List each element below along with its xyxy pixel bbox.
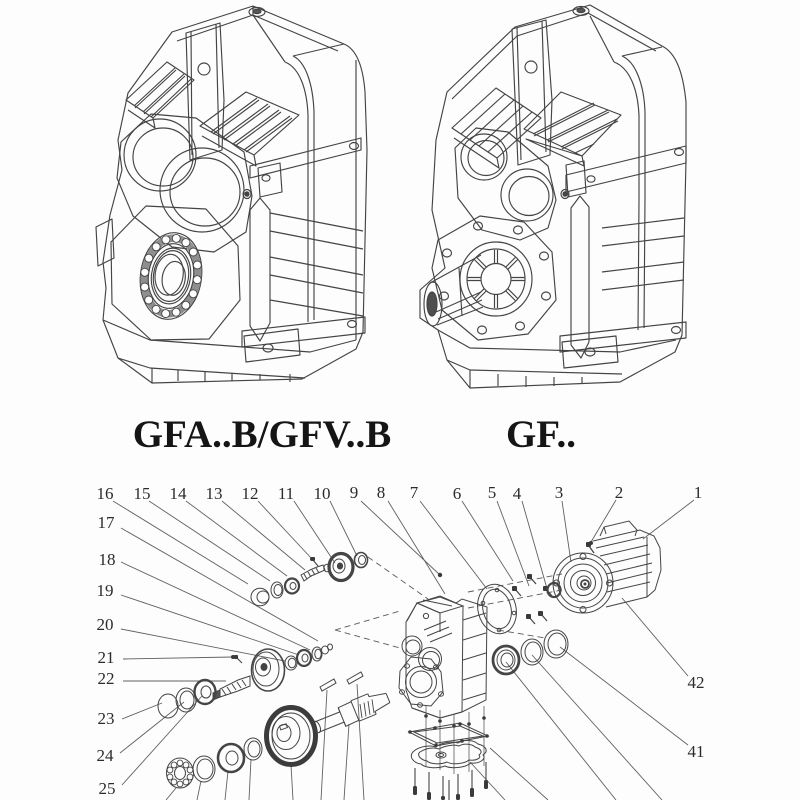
svg-text:GF..: GF.. xyxy=(506,413,576,456)
svg-text:9: 9 xyxy=(350,483,359,502)
svg-text:8: 8 xyxy=(377,483,386,502)
svg-text:19: 19 xyxy=(97,581,114,600)
svg-text:11: 11 xyxy=(278,484,294,503)
svg-text:1: 1 xyxy=(694,483,703,502)
svg-text:17: 17 xyxy=(98,513,116,532)
svg-text:4: 4 xyxy=(513,484,522,503)
svg-text:13: 13 xyxy=(206,484,223,503)
svg-text:10: 10 xyxy=(314,484,331,503)
svg-text:22: 22 xyxy=(98,669,115,688)
svg-text:3: 3 xyxy=(555,483,564,502)
svg-text:12: 12 xyxy=(242,484,259,503)
svg-text:14: 14 xyxy=(170,484,188,503)
svg-text:42: 42 xyxy=(688,673,705,692)
svg-text:23: 23 xyxy=(98,709,115,728)
svg-text:2: 2 xyxy=(615,483,624,502)
svg-text:41: 41 xyxy=(688,742,705,761)
svg-text:5: 5 xyxy=(488,483,497,502)
svg-text:24: 24 xyxy=(97,746,115,765)
svg-text:6: 6 xyxy=(453,484,462,503)
svg-text:15: 15 xyxy=(134,484,151,503)
svg-text:7: 7 xyxy=(410,483,419,502)
svg-text:GFA..B/GFV..B: GFA..B/GFV..B xyxy=(133,413,392,456)
svg-text:18: 18 xyxy=(99,550,116,569)
svg-text:21: 21 xyxy=(98,648,115,667)
svg-text:25: 25 xyxy=(99,779,116,798)
svg-text:20: 20 xyxy=(97,615,114,634)
svg-text:16: 16 xyxy=(97,484,114,503)
